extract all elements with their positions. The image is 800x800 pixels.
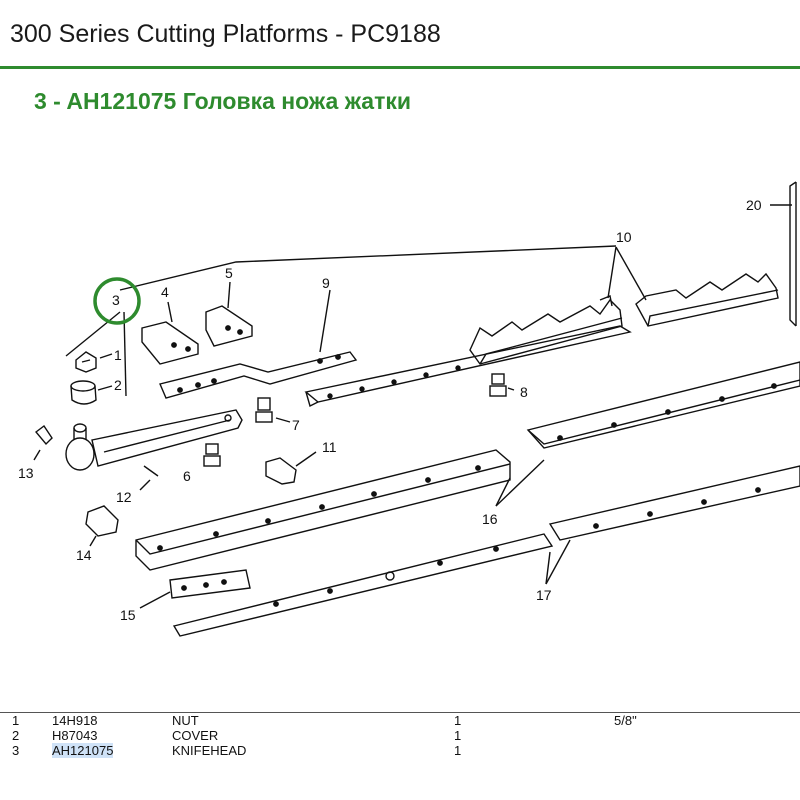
knife-back-bar: [304, 325, 632, 408]
part-15-plate: [139, 569, 251, 609]
callout-9: 9: [322, 275, 330, 291]
item-number: 2: [12, 728, 20, 743]
part-quantity: 1: [454, 743, 462, 758]
part-number[interactable]: H87043: [52, 728, 98, 743]
callout-16: 16: [482, 511, 498, 527]
part-quantity: 1: [454, 713, 462, 728]
part-20-bracket: [770, 181, 797, 327]
leader-3-top: [119, 245, 617, 291]
part-14-fitting: [85, 505, 119, 547]
header-divider: [0, 66, 800, 69]
part-2-cover: [70, 380, 97, 405]
part-note: 5/8": [614, 713, 637, 728]
part-quantity: 1: [454, 728, 462, 743]
callout-3: 3: [112, 292, 120, 308]
part-11-bolt: [265, 451, 317, 485]
page-title: 300 Series Cutting Platforms - PC9188: [10, 20, 441, 48]
part-5-plate: [205, 281, 253, 347]
callout-15: 15: [120, 607, 136, 623]
callout-13: 13: [18, 465, 34, 481]
item-number: 3: [12, 743, 20, 758]
item-number: 1: [12, 713, 20, 728]
callout-20: 20: [746, 197, 762, 213]
part-3-knifehead: [65, 409, 243, 471]
callout-12: 12: [116, 489, 132, 505]
callout-7: 7: [292, 417, 300, 433]
page-header: 300 Series Cutting Platforms - PC9188 3 …: [0, 0, 800, 114]
part-7-bolt: [255, 397, 291, 423]
callout-3-highlight-ring: [93, 277, 141, 325]
callout-11: 11: [322, 439, 337, 455]
part-17-knife-back: [172, 465, 800, 637]
callout-6: 6: [183, 468, 191, 484]
part-description: COVER: [172, 728, 219, 743]
part-8-bolt: [489, 373, 515, 397]
callout-4: 4: [161, 284, 169, 300]
part-1-nut: [75, 351, 97, 373]
callout-17: 17: [536, 587, 552, 603]
part-description: NUT: [172, 713, 199, 728]
table-row[interactable]: 3 AH121075 KNIFEHEAD 1: [0, 743, 800, 758]
part-6-bolt: [203, 443, 221, 467]
section-title: 3 - AH121075 Головка ножа жатки: [34, 88, 411, 114]
part-number-selected[interactable]: AH121075: [52, 743, 114, 758]
table-row[interactable]: 2 H87043 COVER 1: [0, 728, 800, 743]
part-13-fitting: [33, 424, 53, 461]
part-description: KNIFEHEAD: [172, 743, 247, 758]
part-9-knife-bar: [159, 289, 358, 399]
part-12-pin: [143, 465, 159, 477]
part-10-guards: [469, 246, 779, 365]
exploded-parts-diagram: 3 1 2 4 5 6 7 8 9 10 11 12 13 14 15 16 1…: [18, 181, 800, 637]
table-row[interactable]: 1 14H918 NUT 1 5/8": [0, 713, 800, 728]
part-number[interactable]: 14H918: [52, 713, 98, 728]
callout-14: 14: [76, 547, 92, 563]
parts-table: 1 14H918 NUT 1 5/8" 2 H87043 COVER 1 3 A…: [0, 712, 800, 758]
part-16-cutter-bar: [135, 361, 800, 571]
callout-1: 1: [114, 347, 122, 363]
callout-8: 8: [520, 384, 528, 400]
callout-2: 2: [114, 377, 122, 393]
callout-10: 10: [616, 229, 632, 245]
part-4-plate: [141, 301, 199, 365]
callout-5: 5: [225, 265, 233, 281]
